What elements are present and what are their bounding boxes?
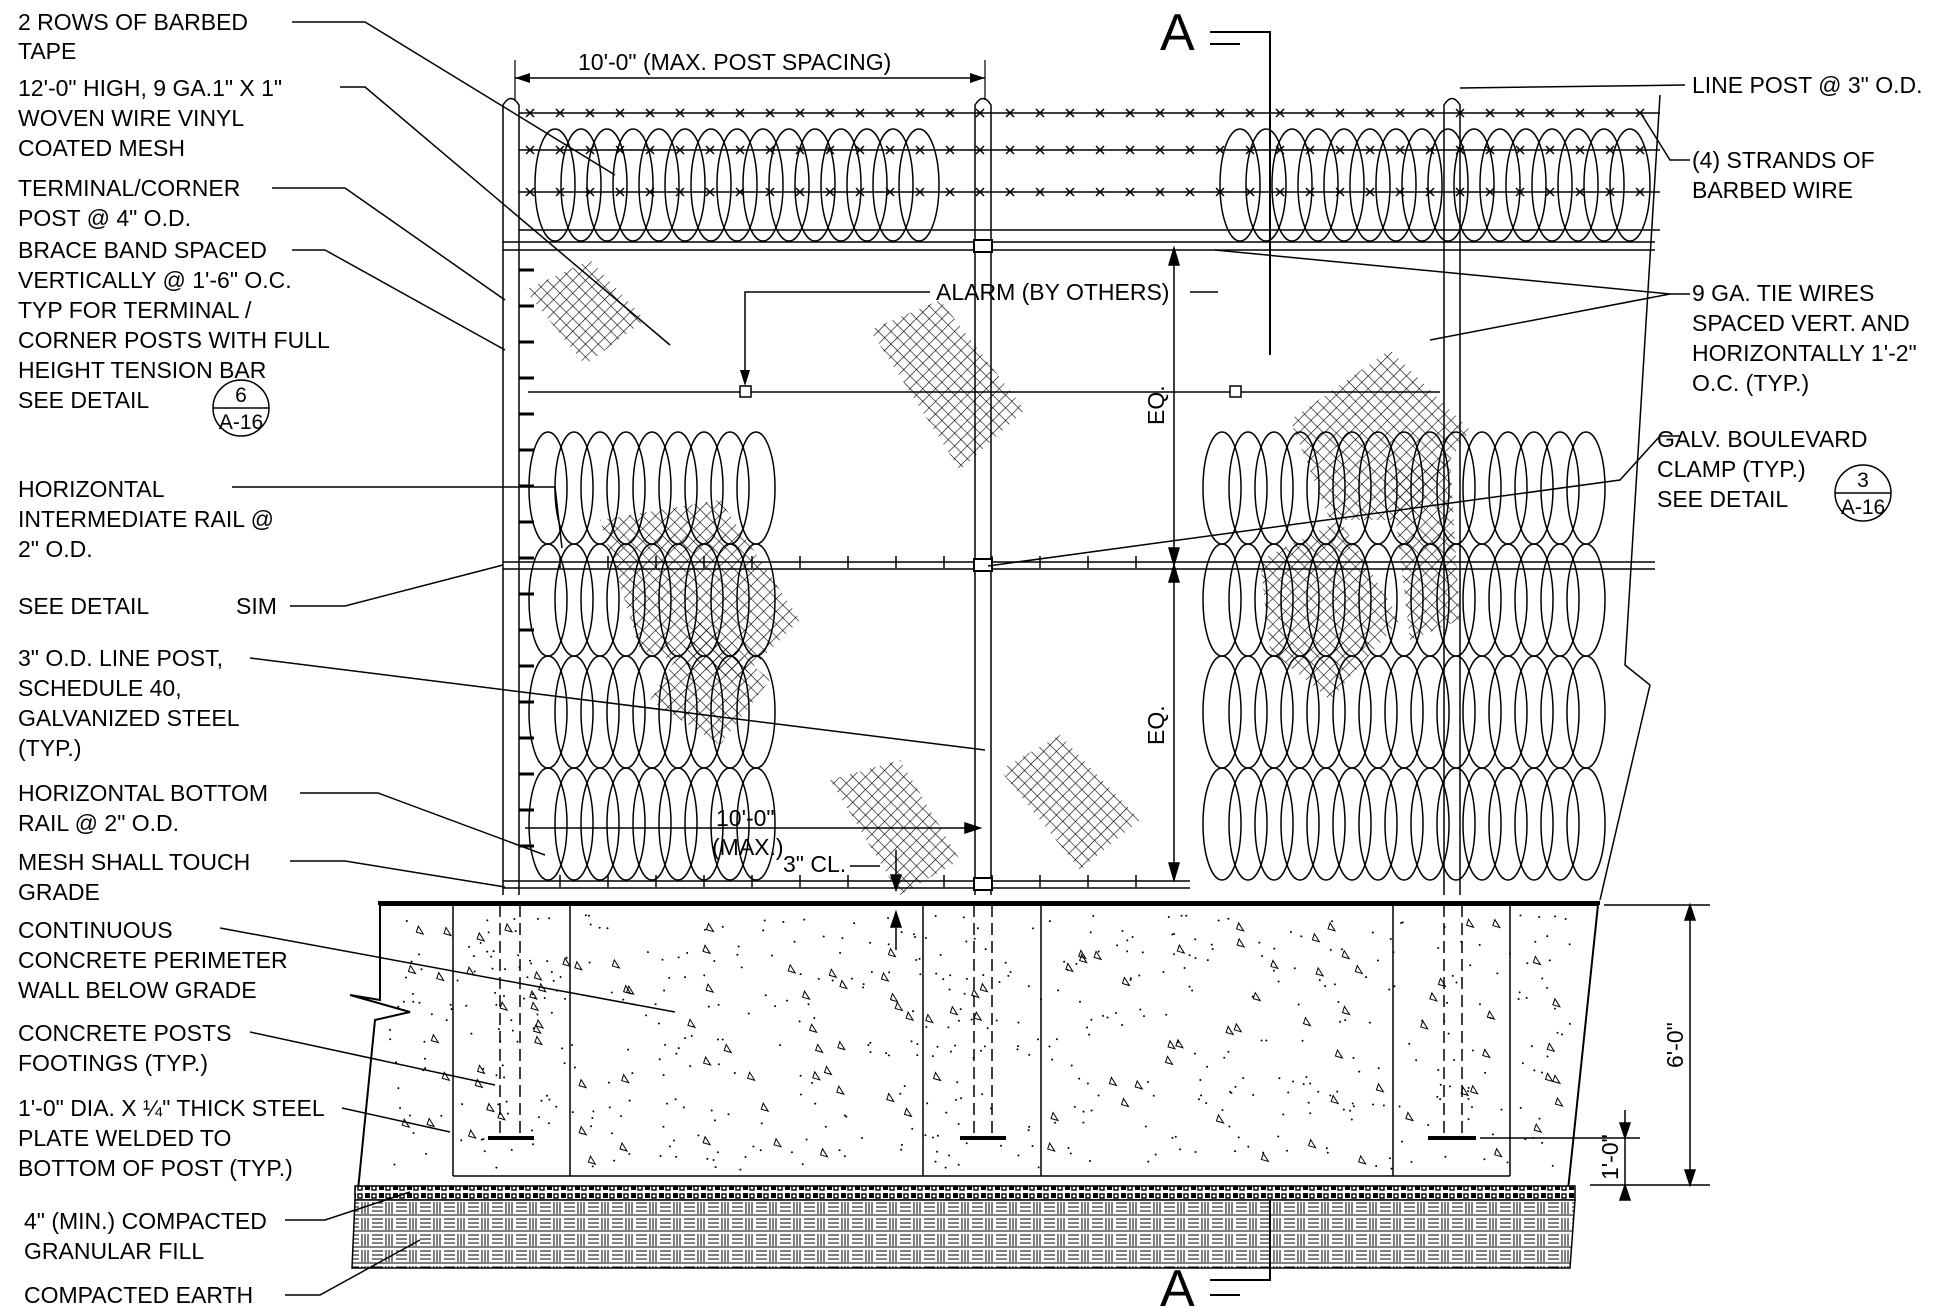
perimeter-wall-note-line: CONCRETE PERIMETER — [18, 947, 288, 973]
post-footings-note-line: FOOTINGS (TYP.) — [18, 1050, 208, 1076]
steel-plate-note-line: BOTTOM OF POST (TYP.) — [18, 1155, 293, 1181]
steel-plate-note-line: PLATE WELDED TO — [18, 1125, 231, 1151]
svg-text:3: 3 — [1857, 469, 1869, 492]
bottom-rail — [503, 880, 1190, 889]
granular-fill-note-line: GRANULAR FILL — [24, 1238, 204, 1264]
eq-lower-label: EQ. — [1143, 705, 1169, 745]
compacted-earth — [351, 1199, 1576, 1269]
terminal-post-note-line: POST @ 4" O.D. — [18, 205, 191, 231]
svg-text:A-16: A-16 — [1841, 496, 1885, 519]
bottom-rail-note-line: RAIL @ 2" O.D. — [18, 810, 179, 836]
svg-text:A-16: A-16 — [219, 411, 263, 434]
intermediate-rail-note-line: HORIZONTAL — [18, 476, 165, 502]
svg-text:A: A — [1160, 1260, 1195, 1308]
post-footings-note-line: CONCRETE POSTS — [18, 1020, 231, 1046]
brace-band-note-line: SEE DETAIL — [18, 387, 149, 413]
barbed-wire-note-line: (4) STRANDS OF — [1692, 147, 1875, 173]
section-marker-top: A — [1160, 4, 1271, 355]
line-post-note-line: (TYP.) — [18, 735, 81, 761]
boulevard-clamp-note-line: CLAMP (TYP.) — [1657, 456, 1806, 482]
depth-dimension — [1480, 902, 1710, 1201]
alarm-callout: ALARM (BY OTHERS) — [740, 279, 1218, 386]
barbed-tape-coils — [528, 128, 1651, 881]
fence-elevation — [502, 94, 1661, 901]
brace-band-note-line: VERTICALLY @ 1'-6" O.C. — [18, 267, 292, 293]
barbed-tape-note-line: TAPE — [18, 38, 76, 64]
intermediate-rail-note-line: INTERMEDIATE RAIL @ — [18, 506, 274, 532]
svg-text:A: A — [1160, 4, 1195, 62]
line-post-note-line: SCHEDULE 40, — [18, 675, 182, 701]
see-detail-sim-note-line: SIM — [236, 593, 277, 619]
eq-dimensions — [1167, 245, 1181, 883]
right-notes: LINE POST @ 3" O.D. (4) STRANDS OF BARBED … — [1657, 72, 1922, 512]
perimeter-wall-note-line: CONTINUOUS — [18, 917, 173, 943]
mesh-grade-note-line: GRADE — [18, 879, 100, 905]
terminal-post-note-line: TERMINAL/CORNER — [18, 175, 240, 201]
mesh-note-line: 12'-0" HIGH, 9 GA.1" X 1" — [18, 75, 282, 101]
brace-band-note-line: BRACE BAND SPACED — [18, 237, 267, 263]
top-rail — [503, 241, 1655, 251]
alarm-label: ALARM (BY OTHERS) — [936, 279, 1169, 305]
mesh-note-line: COATED MESH — [18, 135, 185, 161]
left-notes: 2 ROWS OF BARBED TAPE 12'-0" HIGH, 9 GA.1"… — [18, 9, 330, 1308]
section-marker-bottom: A — [1160, 1200, 1271, 1308]
line-post-od-note-line: LINE POST @ 3" O.D. — [1692, 72, 1922, 98]
mesh-patches — [525, 260, 1470, 895]
detail-ref-6: 6 A-16 — [212, 379, 270, 437]
svg-text:6: 6 — [235, 384, 247, 407]
mesh-note-line: WOVEN WIRE VINYL — [18, 105, 244, 131]
intermediate-rail — [503, 561, 1655, 570]
tie-wires-note-line: 9 GA. TIE WIRES — [1692, 280, 1874, 306]
brace-band-note-line: CORNER POSTS WITH FULL — [18, 327, 330, 353]
intermediate-rail-note-line: 2" O.D. — [18, 536, 93, 562]
inner-span-line2: (MAX.) — [712, 834, 784, 860]
depth-label: 6'-0" — [1662, 1022, 1688, 1068]
eq-upper-label: EQ. — [1143, 385, 1169, 425]
steel-plate-note-line: 1'-0" DIA. X ¼" THICK STEEL — [18, 1095, 325, 1121]
detail-ref-3: 3 A-16 — [1834, 464, 1892, 522]
boulevard-clamp-note-line: SEE DETAIL — [1657, 486, 1788, 512]
post-spacing-dimension: 10'-0" (MAX. POST SPACING) — [514, 49, 986, 100]
tie-wires-note-line: O.C. (TYP.) — [1692, 370, 1809, 396]
leader-lines — [219, 21, 1690, 1296]
inner-span-line1: 10'-0" — [716, 805, 775, 831]
brace-band-note-line: TYP FOR TERMINAL / — [18, 297, 252, 323]
granular-fill — [354, 1185, 1576, 1201]
boulevard-clamp-note-line: GALV. BOULEVARD — [1657, 426, 1868, 452]
perimeter-wall-note-line: WALL BELOW GRADE — [18, 977, 257, 1003]
barbed-wire-note-line: BARBED WIRE — [1692, 177, 1853, 203]
tie-wires-note-line: SPACED VERT. AND — [1692, 310, 1910, 336]
inner-span-dimension — [525, 821, 983, 835]
concrete-perimeter-wall — [349, 904, 1600, 1191]
plate-depth-label: 1'-0" — [1597, 1134, 1623, 1180]
brace-band-note-line: HEIGHT TENSION BAR — [18, 357, 266, 383]
mesh-grade-note-line: MESH SHALL TOUCH — [18, 849, 250, 875]
post-spacing-label: 10'-0" (MAX. POST SPACING) — [578, 49, 891, 75]
granular-fill-note-line: 4" (MIN.) COMPACTED — [24, 1208, 267, 1234]
line-post-note-line: GALVANIZED STEEL — [18, 705, 240, 731]
clearance-label: 3" CL. — [783, 851, 846, 877]
line-post-note-line: 3" O.D. LINE POST, — [18, 645, 223, 671]
earth-note-line: COMPACTED EARTH — [24, 1282, 253, 1308]
terminal-post — [502, 97, 520, 895]
tie-wires-note-line: HORIZONTALLY 1'-2" — [1692, 340, 1917, 366]
see-detail-sim-note-line: SEE DETAIL — [18, 593, 149, 619]
line-post-mid — [974, 97, 992, 895]
line-post-right — [1443, 97, 1461, 895]
barbed-tape-note-line: 2 ROWS OF BARBED — [18, 9, 248, 35]
bottom-rail-note-line: HORIZONTAL BOTTOM — [18, 780, 268, 806]
